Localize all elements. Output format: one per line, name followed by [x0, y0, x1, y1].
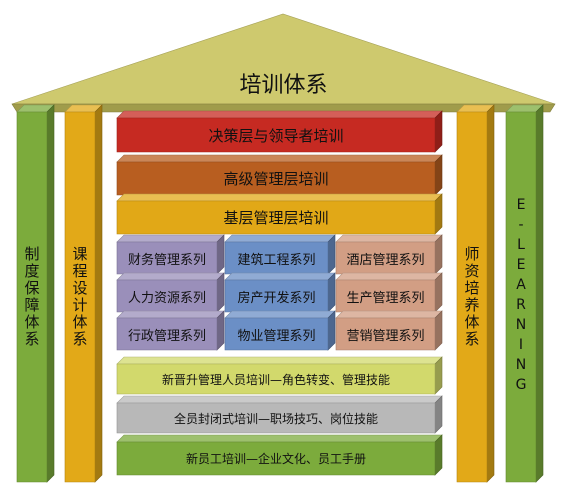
pillar-right-outer-front-face [505, 111, 537, 483]
series-label-hr: 人力资源系列 [127, 290, 206, 306]
training-bar-closed-front-face [116, 402, 436, 434]
series-label-admin: 行政管理系列 [127, 328, 206, 344]
tier-label-top: 决策层与领导者培训 [208, 126, 344, 145]
pillar-label-right-outer: E-LEARNING [513, 197, 529, 397]
series-cell-1-1-side-face [327, 272, 336, 313]
training-label-promotion: 新晋升管理人员培训—角色转变、管理技能 [161, 372, 390, 387]
series-label-finance: 财务管理系列 [127, 252, 206, 268]
series-cell-1-0-top-face [116, 272, 225, 281]
pillar-left-outer-side-face [46, 104, 55, 483]
pillar-left-inner-side-face [94, 104, 103, 483]
series-label-construction: 建筑工程系列 [237, 252, 316, 268]
series-cell-0-2-side-face [434, 234, 443, 275]
series-label-hotel: 酒店管理系列 [346, 252, 425, 268]
tier-base-side-face [434, 193, 443, 235]
pillar-right-outer-side-face [535, 104, 544, 483]
series-cell-2-1-side-face [327, 310, 336, 351]
tier-label-senior: 高级管理层培训 [223, 170, 329, 188]
training-bar-promotion-front-face [116, 363, 436, 395]
training-bar-new-staff-front-face [116, 441, 436, 476]
pillar-right-inner-side-face [486, 104, 495, 483]
series-cell-0-0-side-face [216, 234, 225, 275]
series-cell-2-1-top-face [224, 310, 336, 319]
training-label-closed: 全员封闭式培训—职场技巧、岗位技能 [173, 411, 378, 426]
series-cell-1-2-top-face [335, 272, 443, 281]
tier-base-front-face [116, 200, 436, 235]
tier-top-top-face [116, 110, 443, 119]
series-cell-0-0-top-face [116, 234, 225, 243]
pillar-left-inner-front-face [64, 111, 96, 483]
pillar-left-outer-front-face [16, 111, 48, 483]
series-cell-2-1-front-face [224, 317, 329, 351]
series-cell-2-0-front-face [116, 317, 218, 351]
series-label-real-estate: 房产开发系列 [237, 290, 316, 306]
series-cell-0-1-side-face [327, 234, 336, 275]
series-cell-2-2-side-face [434, 310, 443, 351]
series-cell-2-0-top-face [116, 310, 225, 319]
series-cell-1-2-side-face [434, 272, 443, 313]
series-cell-1-1-top-face [224, 272, 336, 281]
series-label-property: 物业管理系列 [237, 328, 316, 344]
training-bar-promotion-side-face [434, 356, 443, 395]
pillar-right-inner-front-face [456, 111, 488, 483]
series-label-production: 生产管理系列 [346, 290, 425, 306]
series-cell-1-0-side-face [216, 272, 225, 313]
series-cell-0-2-top-face [335, 234, 443, 243]
training-bar-closed-side-face [434, 395, 443, 434]
tier-senior-side-face [434, 154, 443, 196]
training-label-new-staff: 新员工培训—企业文化、员工手册 [185, 452, 366, 466]
training-bar-new-staff-top-face [116, 434, 443, 443]
diagram-title: 培训体系 [239, 73, 328, 98]
series-cell-2-2-front-face [335, 317, 436, 351]
training-bar-promotion-top-face [116, 356, 443, 365]
tier-top-front-face [116, 117, 436, 153]
tier-top-side-face [434, 110, 443, 153]
roof-eave [11, 103, 556, 113]
training-bar-closed-top-face [116, 395, 443, 404]
training-bar-new-staff-side-face [434, 434, 443, 476]
tier-label-base: 基层管理层培训 [223, 209, 329, 227]
series-cell-2-0-side-face [216, 310, 225, 351]
tier-senior-top-face [116, 154, 443, 163]
pillar-label-right-inner: 师资培养体系 [462, 246, 481, 348]
pillar-label-left-outer: 制度保障体系 [22, 246, 41, 348]
series-cell-2-2-top-face [335, 310, 443, 319]
series-cell-0-1-top-face [224, 234, 336, 243]
tier-base-top-face [116, 193, 443, 202]
series-label-marketing: 营销管理系列 [346, 328, 425, 344]
pillar-label-left-inner: 课程设计体系 [70, 246, 89, 348]
